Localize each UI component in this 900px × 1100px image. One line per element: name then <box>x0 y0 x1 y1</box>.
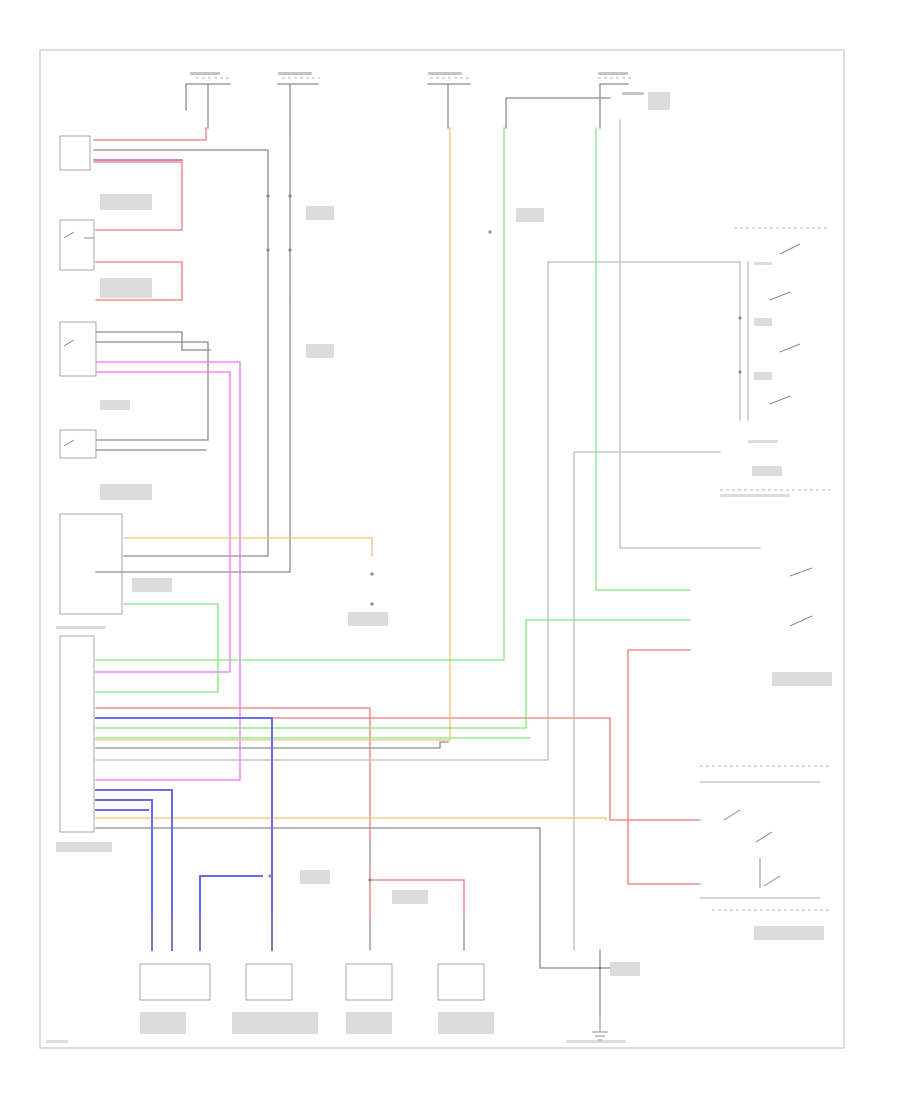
orange-wires <box>95 127 607 821</box>
switch-symbols <box>63 231 813 888</box>
bottom-component-boxes <box>139 963 608 1041</box>
fuse-feeds <box>185 77 634 129</box>
black-wires <box>93 119 821 1017</box>
blue-wires <box>93 159 273 951</box>
green-wires <box>95 127 691 739</box>
right-component-groups <box>700 227 830 911</box>
junction-dots <box>266 194 742 970</box>
diagram-frame <box>39 49 845 1049</box>
label-marks <box>46 72 832 1043</box>
red-wires <box>93 127 701 951</box>
left-connector-boxes <box>59 135 123 833</box>
connector-pins <box>151 840 465 950</box>
